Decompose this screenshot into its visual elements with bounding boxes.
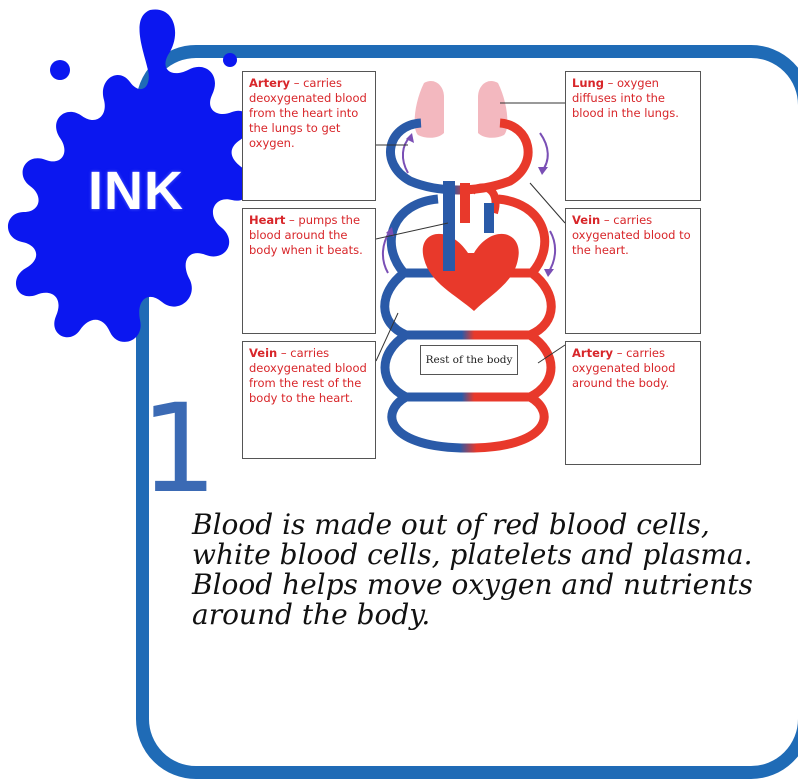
body-paragraph: Blood is made out of red blood cells, wh… — [192, 510, 790, 630]
step-number: 1 — [140, 388, 218, 510]
left-lung-icon — [415, 81, 444, 138]
label-term: Vein — [572, 213, 600, 227]
ink-label: INK — [88, 160, 184, 222]
label-term: Artery — [249, 76, 290, 90]
circulatory-diagram: Artery – carries deoxygenated blood from… — [238, 63, 710, 467]
label-heart: Heart – pumps the blood around the body … — [242, 208, 376, 334]
label-lung: Lung – oxygen diffuses into the blood in… — [565, 71, 701, 201]
flow-arrow-icon — [540, 133, 548, 171]
label-term: Vein — [249, 346, 277, 360]
label-term: Artery — [572, 346, 613, 360]
label-artery-right: Artery – carries oxygenated blood around… — [565, 341, 701, 465]
right-lung-icon — [478, 81, 507, 138]
flow-arrow-icon — [403, 137, 410, 173]
label-vein-right: Vein – carries oxygenated blood to the h… — [565, 208, 701, 334]
label-term: Lung — [572, 76, 604, 90]
label-vein-bottom: Vein – carries deoxygenated blood from t… — [242, 341, 376, 459]
label-artery-top: Artery – carries deoxygenated blood from… — [242, 71, 376, 201]
label-term: Heart — [249, 213, 285, 227]
rest-of-body-label: Rest of the body — [420, 345, 518, 375]
